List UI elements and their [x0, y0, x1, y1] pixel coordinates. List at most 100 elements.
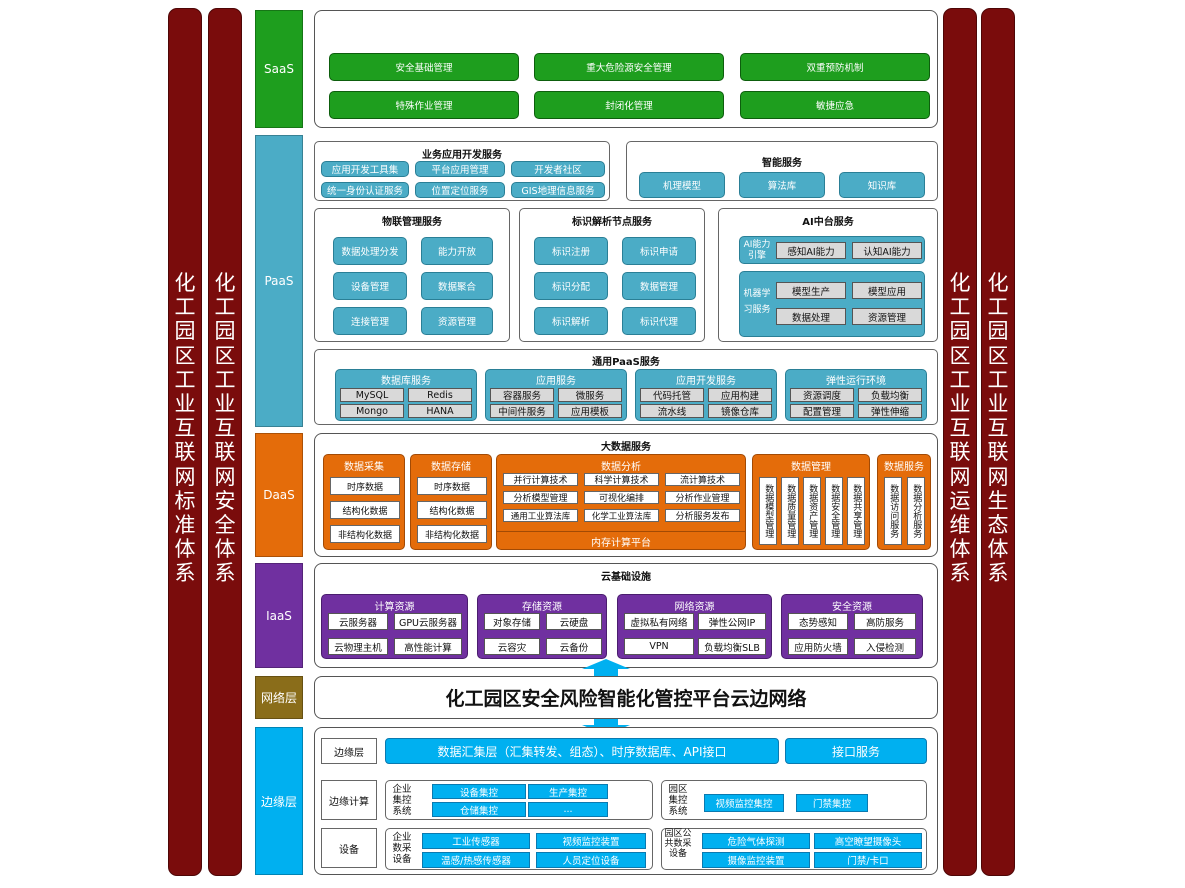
identifier-item[interactable]: 标识注册 [534, 237, 608, 265]
data-collect-item[interactable]: 时序数据 [330, 477, 400, 495]
saas-item[interactable]: 封闭化管理 [534, 91, 724, 119]
data-collect-item[interactable]: 结构化数据 [330, 501, 400, 519]
security-resource-item[interactable]: 入侵检测 [854, 638, 916, 655]
data-analysis-item[interactable]: 科学计算技术 [584, 473, 659, 486]
security-resource-item[interactable]: 应用防火墙 [788, 638, 848, 655]
enterprise-control-item[interactable]: 生产集控 [528, 784, 608, 799]
data-analysis-item[interactable]: 通用工业算法库 [503, 509, 578, 522]
elastic-runtime-item[interactable]: 配置管理 [790, 404, 854, 418]
interface-service[interactable]: 接口服务 [785, 738, 927, 764]
data-management-item[interactable]: 数据模型管理 [759, 477, 777, 545]
database-item[interactable]: MySQL [340, 388, 404, 402]
elastic-runtime-item[interactable]: 负载均衡 [858, 388, 922, 402]
data-management-item[interactable]: 数据安全管理 [825, 477, 843, 545]
ai-engine-item[interactable]: 感知AI能力 [776, 242, 846, 259]
network-resource-item[interactable]: 弹性公网IP [698, 613, 766, 630]
elastic-runtime-item[interactable]: 弹性伸缩 [858, 404, 922, 418]
ai-engine-item[interactable]: 认知AI能力 [852, 242, 922, 259]
app-dev-ops-item[interactable]: 流水线 [640, 404, 704, 418]
data-storage-item[interactable]: 非结构化数据 [417, 525, 487, 543]
data-storage-item[interactable]: 结构化数据 [417, 501, 487, 519]
iot-item[interactable]: 设备管理 [333, 272, 407, 300]
identifier-item[interactable]: 数据管理 [622, 272, 696, 300]
data-service-item[interactable]: 数据分析服务 [907, 477, 925, 545]
elastic-runtime-item[interactable]: 资源调度 [790, 388, 854, 402]
saas-item[interactable]: 敏捷应急 [740, 91, 930, 119]
network-resource-item[interactable]: 虚拟私有网络 [624, 613, 694, 630]
app-dev-item[interactable]: 统一身份认证服务 [321, 182, 409, 198]
app-dev-ops-item[interactable]: 代码托管 [640, 388, 704, 402]
database-item[interactable]: Mongo [340, 404, 404, 418]
database-item[interactable]: Redis [408, 388, 472, 402]
ml-item[interactable]: 资源管理 [852, 308, 922, 325]
identifier-item[interactable]: 标识分配 [534, 272, 608, 300]
network-resource-item[interactable]: VPN [624, 638, 694, 655]
identifier-item[interactable]: 标识代理 [622, 307, 696, 335]
data-analysis-item[interactable]: 可视化编排 [584, 491, 659, 504]
data-analysis-item[interactable]: 分析服务发布 [665, 509, 740, 522]
storage-resource-item[interactable]: 云备份 [546, 638, 602, 655]
saas-item[interactable]: 特殊作业管理 [329, 91, 519, 119]
enterprise-device-item[interactable]: 温感/热感传感器 [422, 852, 530, 868]
iot-item[interactable]: 能力开放 [421, 237, 493, 265]
data-aggregation-layer[interactable]: 数据汇集层（汇集转发、组态）、时序数据库、API接口 [385, 738, 779, 764]
park-device-item[interactable]: 高空瞭望摄像头 [814, 833, 922, 849]
storage-resource-item[interactable]: 对象存储 [484, 613, 540, 630]
data-analysis-item[interactable]: 并行计算技术 [503, 473, 578, 486]
app-service-item[interactable]: 应用模板 [558, 404, 622, 418]
identifier-item[interactable]: 标识申请 [622, 237, 696, 265]
smart-item[interactable]: 机理模型 [639, 172, 725, 198]
iot-item[interactable]: 资源管理 [421, 307, 493, 335]
app-dev-item[interactable]: 平台应用管理 [415, 161, 505, 177]
saas-item[interactable]: 重大危险源安全管理 [534, 53, 724, 81]
compute-resource-item[interactable]: 高性能计算 [394, 638, 462, 655]
park-device-item[interactable]: 摄像监控装置 [702, 852, 810, 868]
identifier-item[interactable]: 标识解析 [534, 307, 608, 335]
security-resource-item[interactable]: 态势感知 [788, 613, 848, 630]
saas-item[interactable]: 双重预防机制 [740, 53, 930, 81]
network-resource-item[interactable]: 负载均衡SLB [698, 638, 766, 655]
data-service-item[interactable]: 数据访问服务 [884, 477, 902, 545]
park-device-item[interactable]: 门禁/卡口 [814, 852, 922, 868]
app-dev-ops-item[interactable]: 镜像仓库 [708, 404, 772, 418]
smart-item[interactable]: 知识库 [839, 172, 925, 198]
app-dev-item[interactable]: 位置定位服务 [415, 182, 505, 198]
data-management-item[interactable]: 数据共享管理 [847, 477, 865, 545]
data-analysis-item[interactable]: 分析作业管理 [665, 491, 740, 504]
park-device-item[interactable]: 危险气体探测 [702, 833, 810, 849]
enterprise-device-item[interactable]: 人员定位设备 [536, 852, 646, 868]
app-dev-item[interactable]: 开发者社区 [511, 161, 605, 177]
park-control-item[interactable]: 视频监控集控 [704, 794, 784, 812]
iot-item[interactable]: 数据聚合 [421, 272, 493, 300]
compute-resource-item[interactable]: GPU云服务器 [394, 613, 462, 630]
data-collect-item[interactable]: 非结构化数据 [330, 525, 400, 543]
data-analysis-item[interactable]: 分析模型管理 [503, 491, 578, 504]
iot-item[interactable]: 数据处理分发 [333, 237, 407, 265]
data-analysis-item[interactable]: 流计算技术 [665, 473, 740, 486]
data-management-item[interactable]: 数据资产管理 [803, 477, 821, 545]
app-dev-item[interactable]: 应用开发工具集 [321, 161, 409, 177]
iot-item[interactable]: 连接管理 [333, 307, 407, 335]
storage-resource-item[interactable]: 云硬盘 [546, 613, 602, 630]
app-service-item[interactable]: 中间件服务 [490, 404, 554, 418]
enterprise-device-item[interactable]: 视频监控装置 [536, 833, 646, 849]
data-management-item[interactable]: 数据质量管理 [781, 477, 799, 545]
compute-resource-item[interactable]: 云服务器 [328, 613, 388, 630]
enterprise-device-item[interactable]: 工业传感器 [422, 833, 530, 849]
security-resource-item[interactable]: 高防服务 [854, 613, 916, 630]
app-dev-ops-item[interactable]: 应用构建 [708, 388, 772, 402]
app-dev-item[interactable]: GIS地理信息服务 [511, 182, 605, 198]
enterprise-control-item[interactable]: 设备集控 [432, 784, 526, 799]
ml-item[interactable]: 模型生产 [776, 282, 846, 299]
enterprise-control-item[interactable]: 仓储集控 [432, 802, 526, 817]
database-item[interactable]: HANA [408, 404, 472, 418]
enterprise-control-item[interactable]: ... [528, 802, 608, 817]
data-storage-item[interactable]: 时序数据 [417, 477, 487, 495]
compute-resource-item[interactable]: 云物理主机 [328, 638, 388, 655]
saas-item[interactable]: 安全基础管理 [329, 53, 519, 81]
ml-item[interactable]: 模型应用 [852, 282, 922, 299]
data-analysis-item[interactable]: 化学工业算法库 [584, 509, 659, 522]
app-service-item[interactable]: 容器服务 [490, 388, 554, 402]
app-service-item[interactable]: 微服务 [558, 388, 622, 402]
park-control-item[interactable]: 门禁集控 [796, 794, 868, 812]
